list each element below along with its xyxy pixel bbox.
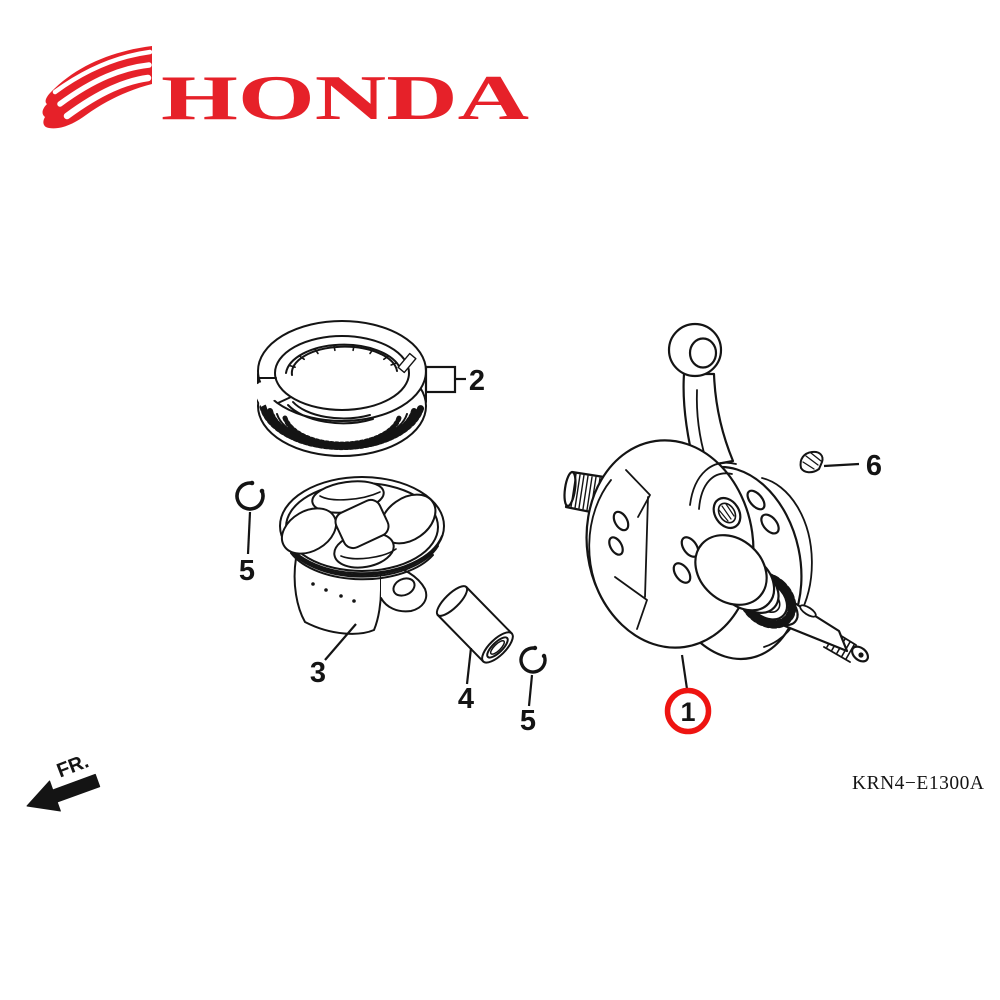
callout-2: 2 [424, 365, 485, 397]
honda-brand-text: HONDA [161, 63, 530, 133]
callout-4: 4 [458, 647, 474, 715]
callout-5-lower: 5 [520, 674, 536, 737]
piston-drawing [279, 476, 445, 635]
fr-direction-arrow: FR. [26, 750, 101, 812]
svg-text:6: 6 [866, 450, 882, 482]
honda-logo: HONDA [42, 46, 530, 133]
callout-1: 1 [664, 654, 712, 735]
callout-1-highlight-ring [664, 687, 712, 735]
diagram-code: KRN4−E1300A [852, 773, 984, 794]
svg-text:4: 4 [458, 683, 474, 715]
svg-text:5: 5 [520, 705, 536, 737]
circlip-upper-drawing [235, 480, 265, 511]
svg-text:2: 2 [469, 365, 485, 397]
woodruff-key-drawing [799, 450, 824, 474]
crankshaft-drawing [563, 322, 869, 663]
callout-2-box [424, 365, 457, 394]
callout-3: 3 [310, 623, 357, 689]
callout-6: 6 [823, 450, 882, 482]
svg-text:5: 5 [239, 555, 255, 587]
circlip-lower-drawing [519, 645, 547, 674]
honda-wing-icon [42, 46, 153, 129]
svg-text:1: 1 [680, 697, 695, 727]
svg-text:3: 3 [310, 657, 326, 689]
callout-5-upper: 5 [239, 511, 255, 587]
piston-pin-drawing [435, 585, 514, 664]
piston-ring-set-drawing [251, 320, 427, 457]
